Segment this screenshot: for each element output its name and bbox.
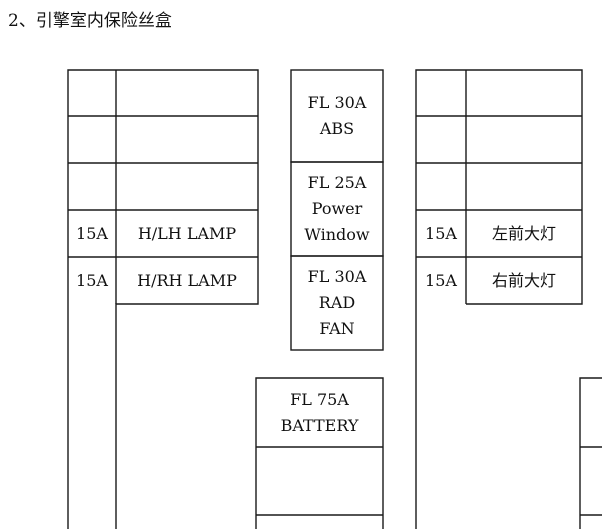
left-panel-outline bbox=[67, 69, 259, 529]
left-row-4-amp: 15A bbox=[76, 223, 108, 243]
fl-rad-fan-rating: FL 30A bbox=[307, 267, 367, 286]
right-row-4-amp: 15A bbox=[425, 223, 457, 243]
right-row-5-label: 右前大灯 bbox=[491, 270, 556, 290]
fl-rad-fan-label: FL 30A RAD FAN bbox=[291, 256, 383, 350]
fl-abs-rating: FL 30A bbox=[307, 93, 367, 112]
left-row-5-amp: 15A bbox=[76, 270, 108, 290]
fl-battery-box bbox=[255, 377, 384, 529]
left-row-5-label: H/RH LAMP bbox=[137, 270, 237, 290]
left-row-4-label: H/LH LAMP bbox=[137, 223, 237, 243]
fl-rad-fan-box bbox=[290, 255, 384, 351]
fl-rad-fan-name-2: FAN bbox=[319, 319, 355, 338]
right-row-4-label: 左前大灯 bbox=[491, 223, 556, 243]
right-edge-box bbox=[579, 377, 602, 529]
fl-battery-label: FL 75A BATTERY bbox=[256, 378, 383, 447]
fl-battery-name: BATTERY bbox=[280, 415, 359, 435]
page-title: 2、引擎室内保险丝盒 bbox=[8, 11, 172, 31]
right-panel-outline bbox=[415, 69, 583, 529]
fl-abs-label: FL 30A ABS bbox=[291, 70, 383, 162]
fl-power-window-rating: FL 25A bbox=[307, 173, 367, 192]
fl-power-window-name-2: Window bbox=[304, 225, 370, 244]
right-row-5-amp: 15A bbox=[425, 270, 457, 290]
fl-power-window-label: FL 25A Power Window bbox=[291, 162, 383, 256]
fl-battery-rating: FL 75A bbox=[290, 389, 349, 409]
fl-rad-fan-name-1: RAD bbox=[318, 293, 356, 312]
fl-power-window-name-1: Power bbox=[311, 199, 363, 218]
fl-abs-name: ABS bbox=[319, 119, 355, 138]
